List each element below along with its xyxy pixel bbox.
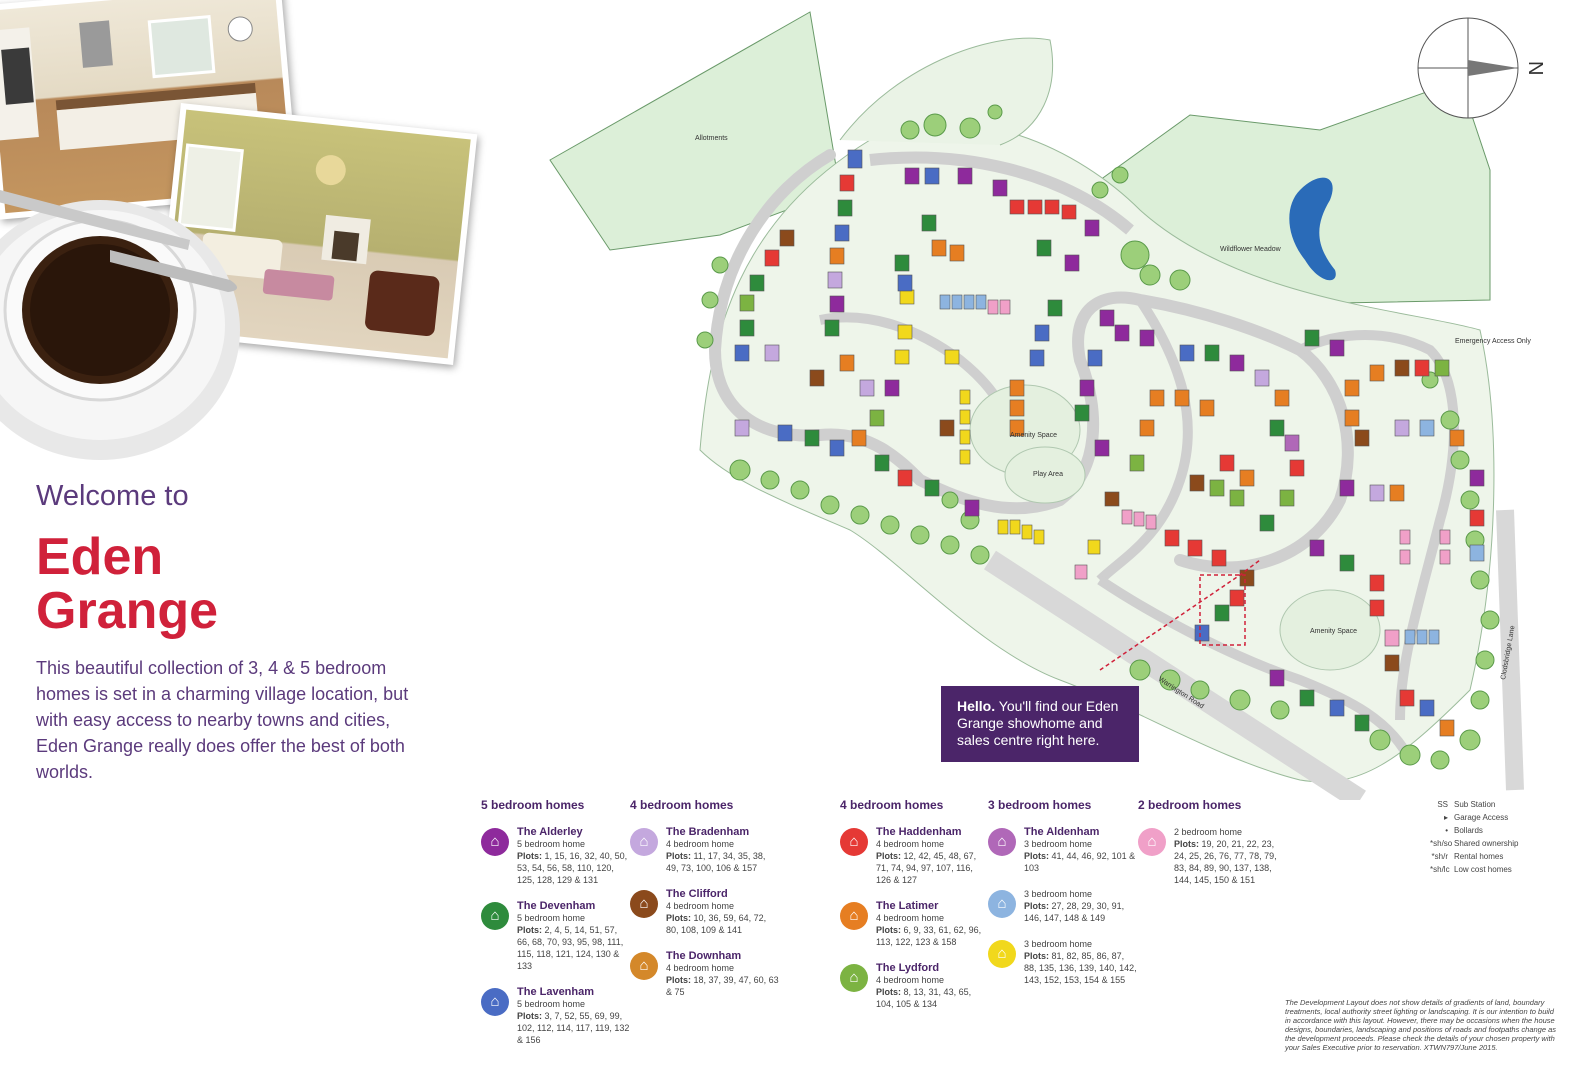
legend-house-lavenham: ⌂ The Lavenham 5 bedroom home Plots: 3, … [481, 986, 631, 1046]
legend-house-alderley: ⌂ The Alderley 5 bedroom home Plots: 1, … [481, 826, 631, 886]
tree-belt [696, 104, 1500, 770]
allotments-label: Allotments [695, 135, 728, 142]
house-icon: ⌂ [988, 890, 1016, 918]
legend-column-5bed: 5 bedroom homes ⌂ The Alderley 5 bedroom… [481, 798, 631, 1060]
wildflower-label: Wildflower Meadow [1220, 246, 1282, 253]
house-icon: ⌂ [1138, 828, 1166, 856]
key-row: •Bollards [1445, 826, 1483, 835]
legend-column-4bed-a: 4 bedroom homes ⌂ The Bradenham 4 bedroo… [630, 798, 780, 1012]
legend-house-bradenham: ⌂ The Bradenham 4 bedroom home Plots: 11… [630, 826, 780, 874]
amenity-space-2 [1279, 589, 1381, 671]
legend-column-4bed-b: 4 bedroom homes ⌂ The Haddenham 4 bedroo… [840, 798, 990, 1024]
legend-house-latimer: ⌂ The Latimer 4 bedroom home Plots: 6, 9… [840, 900, 990, 948]
compass: N [1417, 17, 1546, 119]
key-row: ▸Garage Access [1443, 813, 1509, 822]
house-icon: ⌂ [481, 988, 509, 1016]
house-icon: ⌂ [988, 828, 1016, 856]
amenity-space-1-label: Amenity Space [1010, 432, 1057, 439]
house-icon: ⌂ [988, 940, 1016, 968]
house-icon: ⌂ [840, 902, 868, 930]
legend-house-downham: ⌂ The Downham 4 bedroom home Plots: 18, … [630, 950, 780, 998]
compass-north-label: N [1524, 61, 1546, 75]
house-icon: ⌂ [630, 890, 658, 918]
title-line-1: Eden [36, 528, 164, 586]
house-icon: ⌂ [630, 952, 658, 980]
house-icon: ⌂ [630, 828, 658, 856]
showhome-pointer [1099, 559, 1261, 671]
legend-house-devenham: ⌂ The Devenham 5 bedroom home Plots: 2, … [481, 900, 631, 972]
legend-house-lydford: ⌂ The Lydford 4 bedroom home Plots: 8, 1… [840, 962, 990, 1010]
legend-house-aldenham: ⌂ The Aldenham 3 bedroom home Plots: 41,… [988, 826, 1138, 874]
legend-house-2bed-pink: ⌂ 2 bedroom home Plots: 19, 20, 21, 22, … [1138, 826, 1288, 886]
legend-house-3bed-yellow: ⌂ 3 bedroom home Plots: 81, 82, 85, 86, … [988, 938, 1138, 986]
house-icon: ⌂ [840, 828, 868, 856]
site-layout-map: Allotments Wildflower Meadow Emergency A… [549, 11, 1546, 800]
title-line-2: Grange [36, 582, 219, 640]
legend-heading: 2 bedroom homes [1138, 798, 1242, 812]
play-area [1004, 446, 1086, 504]
lounge-photo [156, 103, 478, 365]
house-plots [734, 149, 1485, 737]
legend-heading: 4 bedroom homes [630, 798, 734, 812]
legend-heading: 4 bedroom homes [840, 798, 944, 812]
development-title: Eden Grange [36, 530, 396, 638]
house-icon: ⌂ [481, 902, 509, 930]
pond [1289, 177, 1336, 281]
legend-heading: 3 bedroom homes [988, 798, 1092, 812]
disclaimer: The Development Layout does not show det… [1285, 998, 1557, 1052]
callout-text: You'll find our Eden Grange showhome and… [957, 698, 1119, 748]
legend-column-3bed: 3 bedroom homes ⌂ The Aldenham 3 bedroom… [988, 798, 1138, 1000]
legend-house-3bed-blue: ⌂ 3 bedroom home Plots: 27, 28, 29, 30, … [988, 888, 1138, 924]
emergency-label: Emergency Access Only [1455, 338, 1531, 345]
coffee-cup-image [0, 190, 240, 460]
legend-house-clifford: ⌂ The Clifford 4 bedroom home Plots: 10,… [630, 888, 780, 936]
showhome-callout: Hello. You'll find our Eden Grange showh… [941, 686, 1139, 762]
house-icon: ⌂ [481, 828, 509, 856]
allotments-area [549, 11, 841, 251]
legend-heading: 5 bedroom homes [481, 798, 585, 812]
legend-column-2bed: 2 bedroom homes ⌂ 2 bedroom home Plots: … [1138, 798, 1288, 900]
welcome-heading: Welcome to [36, 480, 189, 512]
clodsbridge-lane [1496, 509, 1524, 791]
intro-paragraph: This beautiful collection of 3, 4 & 5 be… [36, 658, 409, 782]
legend-house-haddenham: ⌂ The Haddenham 4 bedroom home Plots: 12… [840, 826, 990, 886]
estate-road [708, 149, 1354, 574]
callout-bold: Hello. [957, 698, 996, 714]
amenity-space-2-label: Amenity Space [1310, 628, 1357, 635]
house-icon: ⌂ [840, 964, 868, 992]
play-area-label: Play Area [1033, 471, 1063, 478]
